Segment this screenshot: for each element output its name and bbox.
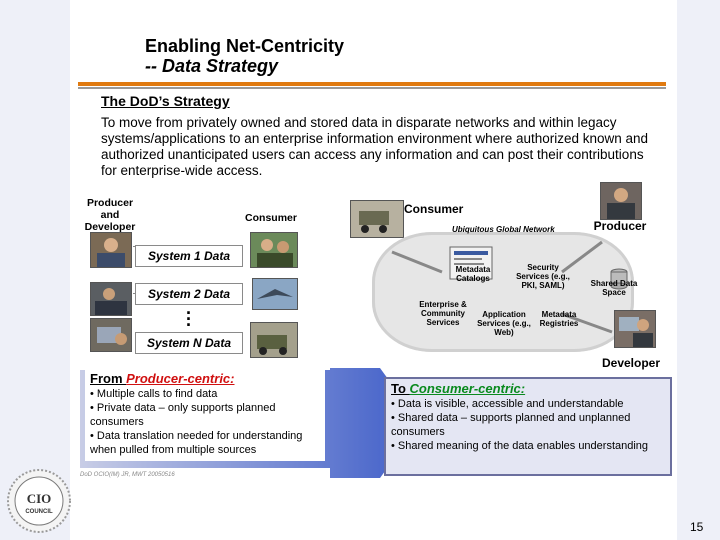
seal-main-text: CIO [27,491,52,506]
from-box-heading: From Producer-centric: [85,369,325,387]
to-bullet-1: • Data is visible, accessible and unders… [391,398,624,410]
strategy-paragraph: To move from privately owned and stored … [101,115,649,178]
page-number: 15 [690,520,704,534]
producer-photo-1 [90,232,132,268]
system-n-data-box: System N Data [135,332,243,354]
enterprise-services-label: Enterprise & Community Services [419,300,467,327]
from-producer-centric-box: From Producer-centric: • Multiple calls … [85,369,325,461]
ellipsis-dots: ... [186,298,192,330]
right-margin [677,0,720,540]
metadata-catalogs-label: Metadata Catalogs [455,265,491,283]
network-connector-lines [391,240,613,334]
right-consumer-label: Consumer [404,202,464,216]
from-box-lead: From [90,371,127,386]
security-services-label: Security Services (e.g., PKI, SAML) [516,263,570,290]
network-label: Ubiquitous Global Network [452,225,555,234]
cio-council-seal: CIO COUNCIL [7,469,71,533]
left-margin [0,0,70,540]
metadata-registries-label: Metadata Registries [539,310,579,328]
from-bullet-3: • Data translation needed for understand… [90,430,303,456]
metadata-catalogs-icon [449,246,493,280]
system-1-data-box: System 1 Data [135,245,243,267]
producer-photo-2 [90,282,132,316]
from-box-accent: Producer-centric: [126,371,235,386]
to-bullet-2: • Shared data – supports planned and unp… [391,412,631,438]
consumer-photo-3 [250,322,298,358]
to-bullet-3: • Shared meaning of the data enables und… [391,440,649,452]
to-box-lead: To [391,381,410,396]
slide-title: Enabling Net-Centricity -- Data Strategy [145,36,344,76]
application-services-label: Application Services (e.g., Web) [477,310,531,337]
to-box-accent: Consumer-centric: [409,381,526,396]
source-footnote: DoD OCIO(IM) JR, MWT 20050516 [80,472,175,478]
developer-photo-right [614,310,656,348]
right-producer-label: Producer [593,219,647,233]
title-line-2: -- Data Strategy [145,56,279,76]
system-2-data-box: System 2 Data [135,283,243,305]
title-rule-gray [78,87,666,89]
title-rule-orange [78,82,666,86]
producer-photo-3 [90,318,132,352]
from-bullet-1: • Multiple calls to find data [90,388,218,400]
producer-photo-right [600,182,642,220]
to-box-heading: To Consumer-centric: [386,379,670,397]
left-consumer-label: Consumer [245,212,297,224]
consumer-vehicle-photo [350,200,404,238]
consumer-photo-1 [250,232,298,268]
shared-data-space-label: Shared Data Space [590,279,638,297]
seal-sub-text: COUNCIL [25,509,53,515]
from-bullet-2: • Private data – only supports planned c… [90,402,276,428]
shared-data-space-icon [610,268,628,290]
to-consumer-centric-box: To Consumer-centric: • Data is visible, … [384,377,672,476]
title-line-1: Enabling Net-Centricity [145,36,345,56]
right-developer-label: Developer [601,356,661,370]
producer-developer-label: Producer and Developer [84,197,136,233]
consumer-photo-2 [252,278,298,310]
section-heading: The DoD’s Strategy [101,93,230,109]
